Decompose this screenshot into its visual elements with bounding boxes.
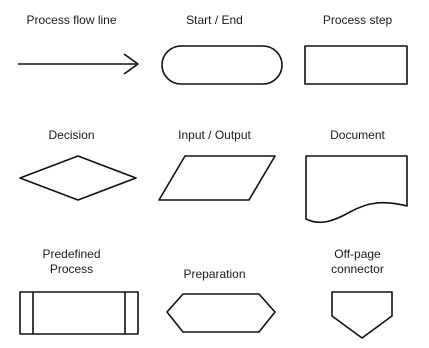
symbol-label: Preparation <box>183 267 246 281</box>
diamond-shape <box>19 155 137 201</box>
symbol-label: Off-page connector <box>331 247 384 276</box>
symbol-label: Start / End <box>186 13 243 27</box>
hexagon-shape <box>166 293 276 333</box>
terminator-shape <box>161 45 283 85</box>
predefined-process-shape <box>19 291 139 335</box>
arrow-shape <box>18 53 139 75</box>
symbol-label: Process step <box>322 13 393 27</box>
document-shape <box>305 155 408 224</box>
symbol-label: Decision <box>48 128 95 142</box>
pentagon-shape <box>331 291 393 339</box>
symbol-label: Document <box>330 128 385 142</box>
symbol-label: Process flow line <box>26 13 117 27</box>
rectangle-shape <box>304 45 408 85</box>
symbol-label: Predefined Process <box>42 247 101 276</box>
parallelogram-shape <box>158 155 276 201</box>
symbol-label: Input / Output <box>178 128 251 142</box>
